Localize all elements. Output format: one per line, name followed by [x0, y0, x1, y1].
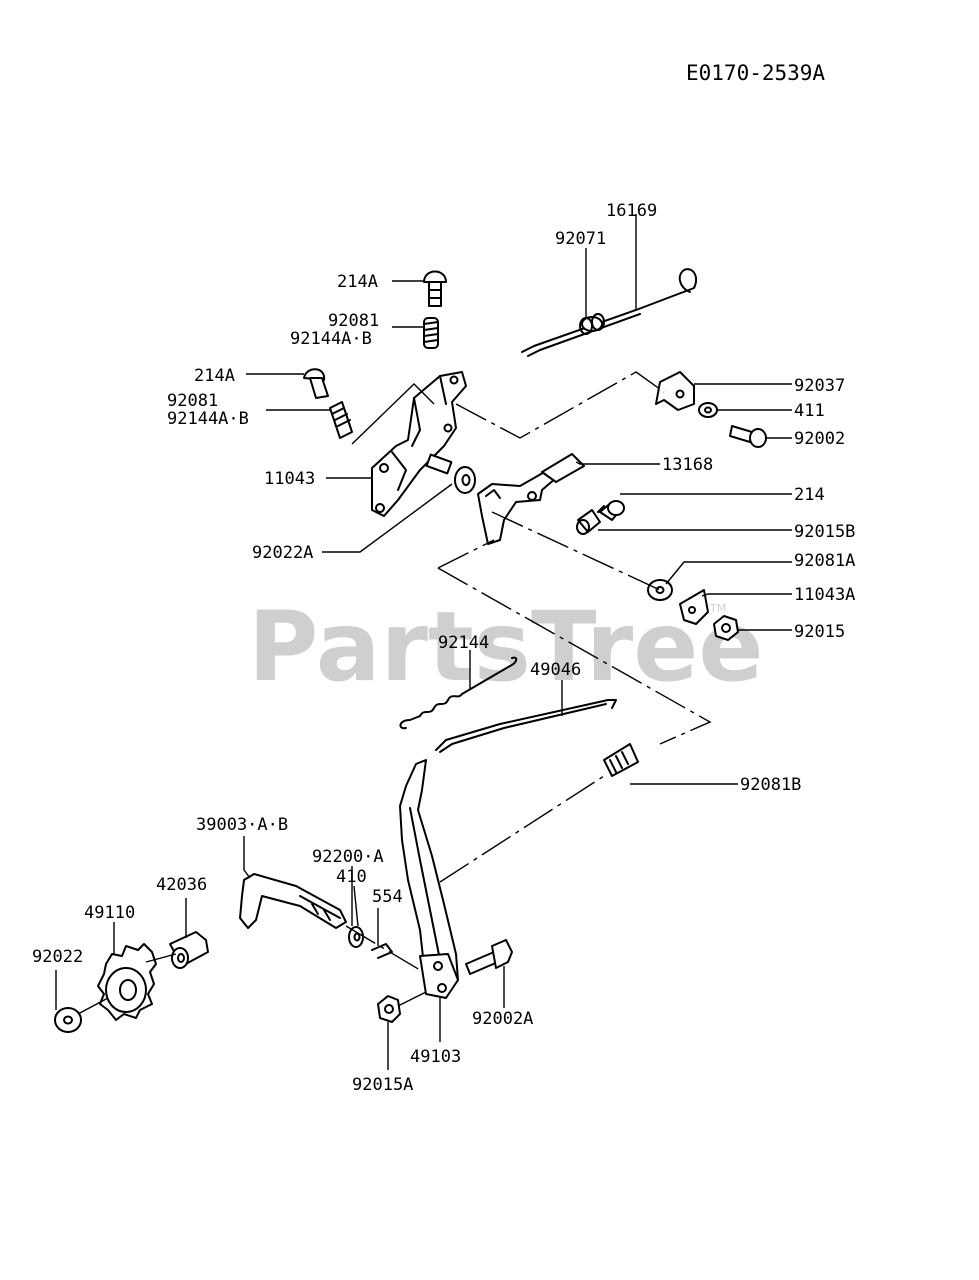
label-92022a: 92022A [252, 543, 313, 563]
part-214a-bolt-top [423, 270, 447, 307]
drawing-code: E0170-2539A [686, 61, 825, 85]
label-92081-top: 92081 [328, 311, 379, 331]
label-92015: 92015 [794, 622, 845, 642]
label-92002a: 92002A [472, 1009, 533, 1029]
part-92002a-bolt [465, 939, 513, 975]
label-39003ab: 39003·A·B [196, 815, 288, 835]
label-42036: 42036 [156, 875, 207, 895]
part-11043-bracket [371, 371, 467, 517]
label-13168: 13168 [662, 455, 713, 475]
assembly-lines [77, 371, 712, 1015]
part-214a-bolt-left [303, 368, 329, 399]
part-39003-shaft [239, 873, 347, 929]
label-92081a: 92081A [794, 551, 855, 571]
part-92015a-nut [377, 995, 401, 1023]
label-214: 214 [794, 485, 825, 505]
part-labels: 16169 92071 214A 92081 92144A·B 214A 920… [32, 201, 855, 1095]
label-214a-top: 214A [337, 272, 378, 292]
label-92015b: 92015B [794, 522, 855, 542]
part-49110-gear [97, 943, 157, 1021]
label-49110: 49110 [84, 903, 135, 923]
label-16169: 16169 [606, 201, 657, 221]
part-11043a-plate [679, 589, 709, 625]
part-pivot-pin [425, 453, 453, 475]
watermark: PartsTree TM [248, 591, 763, 703]
part-13168-lever [477, 453, 585, 545]
label-11043: 11043 [264, 469, 315, 489]
part-411-washer [698, 402, 718, 418]
part-92081-spring-top [423, 317, 439, 349]
label-92002: 92002 [794, 429, 845, 449]
part-92022a-washer [454, 466, 476, 494]
part-16169-rod [521, 268, 698, 357]
label-554: 554 [372, 887, 403, 907]
label-92071: 92071 [555, 229, 606, 249]
watermark-trademark: TM [709, 602, 726, 615]
part-92081b-spring [603, 743, 639, 777]
part-92022-washer [54, 1007, 82, 1033]
part-42036-bushing [169, 931, 209, 969]
label-92022: 92022 [32, 947, 83, 967]
label-92200a: 92200·A [312, 847, 384, 867]
part-410-washer [348, 926, 364, 948]
part-49046-rod [435, 699, 617, 753]
part-92144-spring [399, 656, 518, 730]
label-92144ab-left: 92144A·B [167, 409, 249, 429]
part-49103-lever [399, 759, 459, 999]
part-92081-spring-left [329, 401, 353, 439]
label-411: 411 [794, 401, 825, 421]
leader-lines [55, 214, 792, 1070]
label-49103: 49103 [410, 1047, 461, 1067]
part-92081a-washer [647, 579, 673, 601]
watermark-text: PartsTree [248, 591, 763, 703]
label-92081-left: 92081 [167, 391, 218, 411]
label-92037: 92037 [794, 376, 845, 396]
label-92015a: 92015A [352, 1075, 413, 1095]
part-92015-nut [713, 615, 739, 641]
label-49046: 49046 [530, 660, 581, 680]
part-92037-clamp [655, 371, 695, 411]
part-92015b-collar [576, 509, 601, 535]
part-92002-bolt [729, 425, 767, 448]
label-92144ab-top: 92144A·B [290, 329, 372, 349]
part-554-clip [371, 943, 393, 959]
part-214-bolt [597, 500, 625, 521]
label-92144: 92144 [438, 633, 489, 653]
label-11043a: 11043A [794, 585, 855, 605]
label-92081b: 92081B [740, 775, 801, 795]
label-410: 410 [336, 867, 367, 887]
label-214a-left: 214A [194, 366, 235, 386]
